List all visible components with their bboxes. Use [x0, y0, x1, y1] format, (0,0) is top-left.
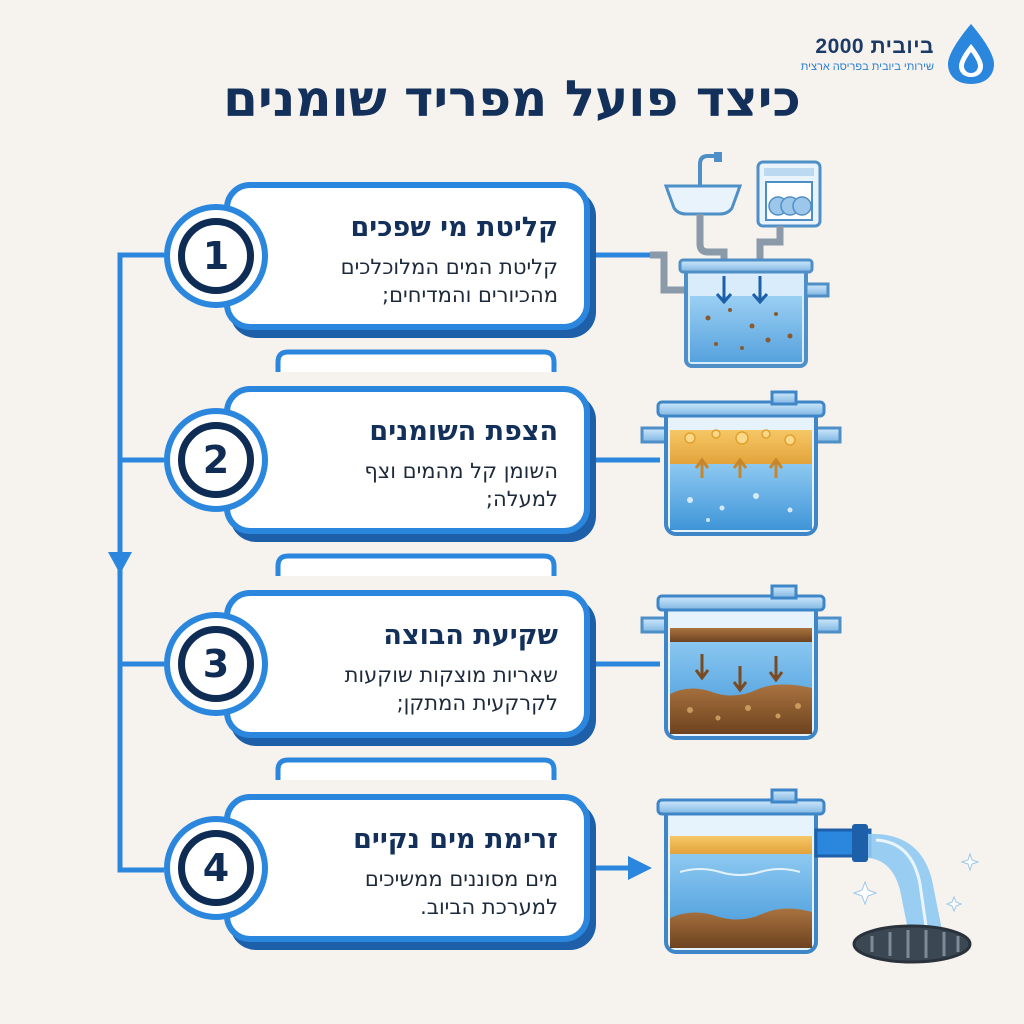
step-card-2: הצפת השומנים השומן קל מהמים וצף למעלה;	[224, 386, 590, 534]
sink-dishwasher-inflow-icon	[650, 152, 830, 368]
step-number: 1	[178, 218, 254, 294]
step-number: 4	[178, 830, 254, 906]
step-card-4: זרימת מים נקיים מים מסוננים ממשיכים למער…	[224, 794, 590, 942]
grease-floating-icon	[640, 390, 842, 536]
step-card-3: שקיעת הבוצה שאריות מוצקות שוקעות לקרקעית…	[224, 590, 590, 738]
flow-line	[117, 252, 164, 873]
page-title: כיצד פועל מפריד שומנים	[223, 70, 801, 128]
sparkle-icon	[852, 880, 878, 906]
sludge-settling-icon	[640, 584, 842, 740]
step-title: שקיעת הבוצה	[383, 620, 558, 651]
step-number-badge-4: 4	[164, 816, 268, 920]
step-title: זרימת מים נקיים	[353, 824, 558, 855]
step-number-badge-1: 1	[164, 204, 268, 308]
brand-tagline: שירותי ביובית בפריסה ארצית	[800, 61, 934, 73]
clean-water-outflow-icon	[656, 788, 980, 964]
card-connectors	[275, 349, 557, 780]
step-number-badge-2: 2	[164, 408, 268, 512]
step-number: 3	[178, 626, 254, 702]
sparkle-icon	[945, 895, 963, 913]
step-description: השומן קל מהמים וצף למעלה;	[364, 459, 558, 511]
step-number-badge-3: 3	[164, 612, 268, 716]
brand-name: ביובית 2000	[815, 35, 934, 58]
water-drop-icon	[948, 24, 994, 84]
step-card-1: קליטת מי שפכים קליטת המים המלוכלכים מהכי…	[224, 182, 590, 330]
brand-logo: ביובית 2000 שירותי ביובית בפריסה ארצית	[801, 22, 1000, 86]
step-description: שאריות מוצקות שוקעות לקרקעית המתקן;	[344, 663, 558, 715]
inflow-arrow-icon	[628, 856, 652, 880]
flow-arrow-down-icon	[108, 552, 132, 574]
step-title: הצפת השומנים	[369, 416, 558, 447]
step-description: מים מסוננים ממשיכים למערכת הביוב.	[364, 867, 558, 919]
step-title: קליטת מי שפכים	[350, 212, 558, 243]
sparkle-icon	[960, 852, 980, 872]
step-description: קליטת המים המלוכלכים מהכיורים והמדיחים;	[340, 255, 558, 307]
step-number: 2	[178, 422, 254, 498]
card-to-tank-lines	[596, 252, 660, 871]
